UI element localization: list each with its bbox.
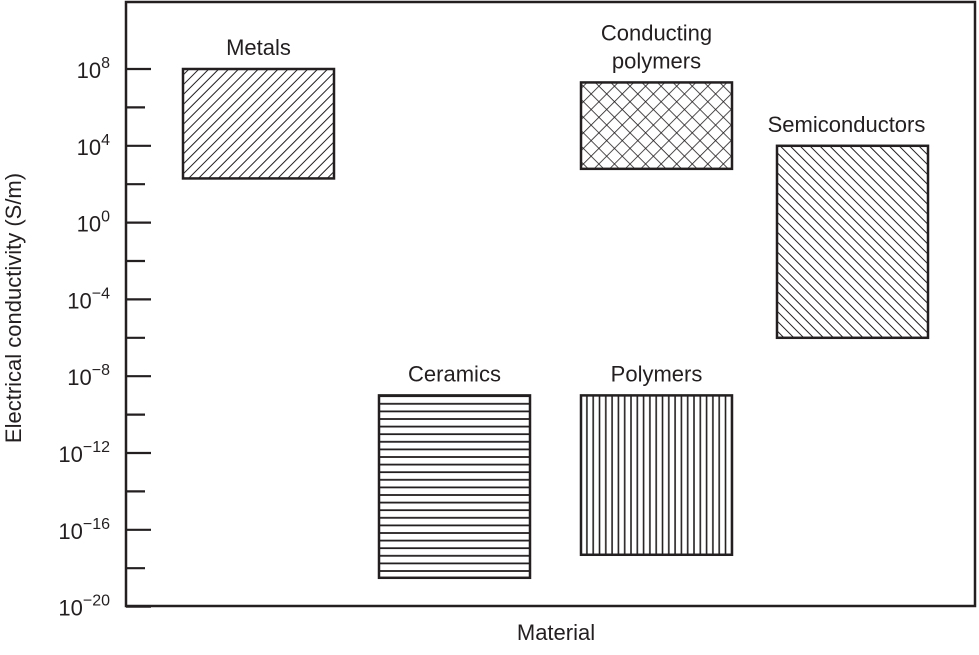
- y-tick-label: 100: [77, 209, 110, 237]
- bar-metals: [181, 67, 336, 180]
- bar-label: Metals: [226, 35, 291, 60]
- y-tick-label: 10−4: [67, 285, 110, 313]
- y-tick-label: 10−16: [58, 516, 110, 544]
- y-tick-label: 10−12: [58, 439, 110, 467]
- y-axis-label: Electrical conductivity (S/m): [1, 173, 26, 443]
- x-axis-label: Material: [517, 620, 595, 645]
- bar-label: Polymers: [611, 361, 703, 386]
- bar-polymers: [579, 394, 734, 557]
- y-tick-label: 104: [77, 132, 110, 160]
- y-tick-label: 10−8: [67, 362, 110, 390]
- bar-label: polymers: [612, 48, 701, 73]
- bar-label: Conducting: [601, 20, 712, 45]
- bar-conducting-polymers: [579, 81, 734, 171]
- bar-label: Ceramics: [408, 361, 501, 386]
- bar-semiconductors: [775, 144, 930, 340]
- plot-frame: [124, 0, 977, 608]
- bar-ceramics: [377, 394, 532, 580]
- y-tick-label: 108: [77, 55, 110, 83]
- bar-label: Semiconductors: [768, 112, 926, 137]
- y-tick-label: 10−20: [58, 593, 110, 621]
